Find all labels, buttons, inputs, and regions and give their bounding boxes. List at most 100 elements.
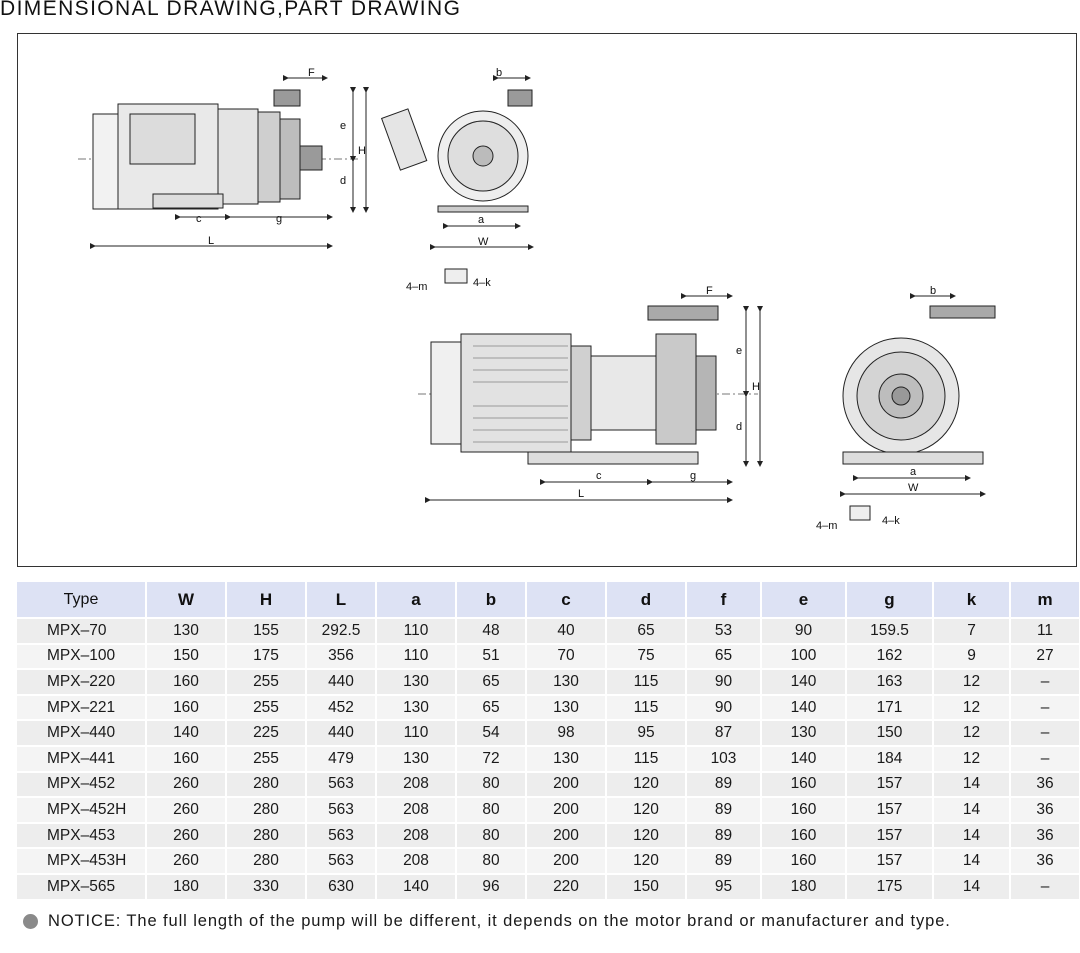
column-header: H [226,582,307,619]
dimension-cell: 27 [1010,643,1080,671]
column-header: e [761,582,847,619]
label-d-small: d [340,175,346,187]
dimension-cell: 200 [526,848,607,875]
column-header: W [146,582,227,619]
dimension-cell: 200 [526,822,607,850]
label-b-small: b [496,67,502,79]
dimension-cell: 95 [686,873,762,901]
dimension-cell: 330 [226,873,307,901]
dimension-cell: 563 [306,771,377,799]
dimension-cell: 96 [456,873,527,901]
dimension-cell: 70 [526,643,607,671]
column-header: g [846,582,934,619]
model-type-cell: MPX–453H [17,848,147,875]
dimension-cell: 280 [226,848,307,875]
dimension-cell: 160 [761,848,847,875]
dimension-cell: 162 [846,643,934,671]
dimension-cell: – [1010,669,1080,696]
dimension-cell: 14 [933,848,1011,875]
model-type-cell: MPX–453 [17,822,147,850]
dimension-cell: 160 [761,822,847,850]
dimension-cell: 260 [146,848,227,875]
dimension-cell: 160 [146,694,227,722]
column-header: m [1010,582,1080,619]
dimension-cell: 200 [526,797,607,824]
dimension-cell: 175 [846,873,934,901]
dimension-cell: 160 [146,745,227,773]
label-c-large: c [596,470,602,482]
dimension-cell: 630 [306,873,377,901]
dimension-cell: 255 [226,694,307,722]
dimension-cell: 175 [226,643,307,671]
small-pump-front-view [380,75,534,284]
dimension-cell: 115 [606,745,687,773]
dimension-cell: 563 [306,797,377,824]
dimension-cell: 65 [456,669,527,696]
label-L-large: L [578,488,584,500]
dimension-cell: 110 [376,720,457,747]
dimension-cell: 89 [686,771,762,799]
dimension-cell: 12 [933,694,1011,722]
dimension-cell: 200 [526,771,607,799]
label-H-small: H [358,145,366,157]
dimension-cell: 90 [761,618,847,645]
label-d-large: d [736,421,742,433]
dimension-cell: 120 [606,771,687,799]
dimension-cell: 130 [376,669,457,696]
column-header: Type [17,582,147,619]
dimension-cell: 208 [376,822,457,850]
model-type-cell: MPX–440 [17,720,147,747]
label-m-large: 4–m [816,520,837,532]
column-header: c [526,582,607,619]
drawing-panel: F e H d c g L b a W 4–m 4–k [17,33,1077,567]
dimension-cell: 65 [456,694,527,722]
dimension-cell: 75 [606,643,687,671]
dimension-cell: 479 [306,745,377,773]
dimension-cell: 157 [846,848,934,875]
dimension-cell: 184 [846,745,934,773]
column-header: a [376,582,457,619]
label-H-large: H [752,381,760,393]
dimension-cell: 157 [846,822,934,850]
model-type-cell: MPX–441 [17,745,147,773]
label-c-small: c [196,213,202,225]
dimension-cell: – [1010,694,1080,722]
dimension-cell: 89 [686,797,762,824]
large-pump-side-view [418,293,763,503]
dimension-cell: 155 [226,618,307,645]
label-W-small: W [478,236,489,248]
dimension-cell: 280 [226,822,307,850]
dimension-cell: 110 [376,643,457,671]
dimension-cell: 95 [606,720,687,747]
dimension-cell: 157 [846,771,934,799]
dimension-cell: 255 [226,745,307,773]
model-type-cell: MPX–452H [17,797,147,824]
label-g-small: g [276,213,282,225]
dimension-cell: 89 [686,848,762,875]
model-type-cell: MPX–452 [17,771,147,799]
dimension-cell: 54 [456,720,527,747]
model-type-cell: MPX–565 [17,873,147,901]
model-type-cell: MPX–70 [17,618,147,645]
dimension-cell: 115 [606,694,687,722]
dimension-cell: 36 [1010,771,1080,799]
dimension-cell: 65 [606,618,687,645]
dimension-cell: 14 [933,771,1011,799]
dimension-cell: 103 [686,745,762,773]
dimension-cell: 115 [606,669,687,696]
dimension-cell: 80 [456,797,527,824]
dimension-cell: 160 [761,797,847,824]
dimension-cell: 98 [526,720,607,747]
dimension-cell: 140 [376,873,457,901]
dimension-cell: 140 [761,669,847,696]
notice-text: NOTICE: The full length of the pump will… [48,912,951,930]
label-k-large: 4–k [882,515,900,527]
dimension-cell: 225 [226,720,307,747]
dimension-cell: 14 [933,822,1011,850]
dimension-cell: 160 [146,669,227,696]
column-header: d [606,582,687,619]
